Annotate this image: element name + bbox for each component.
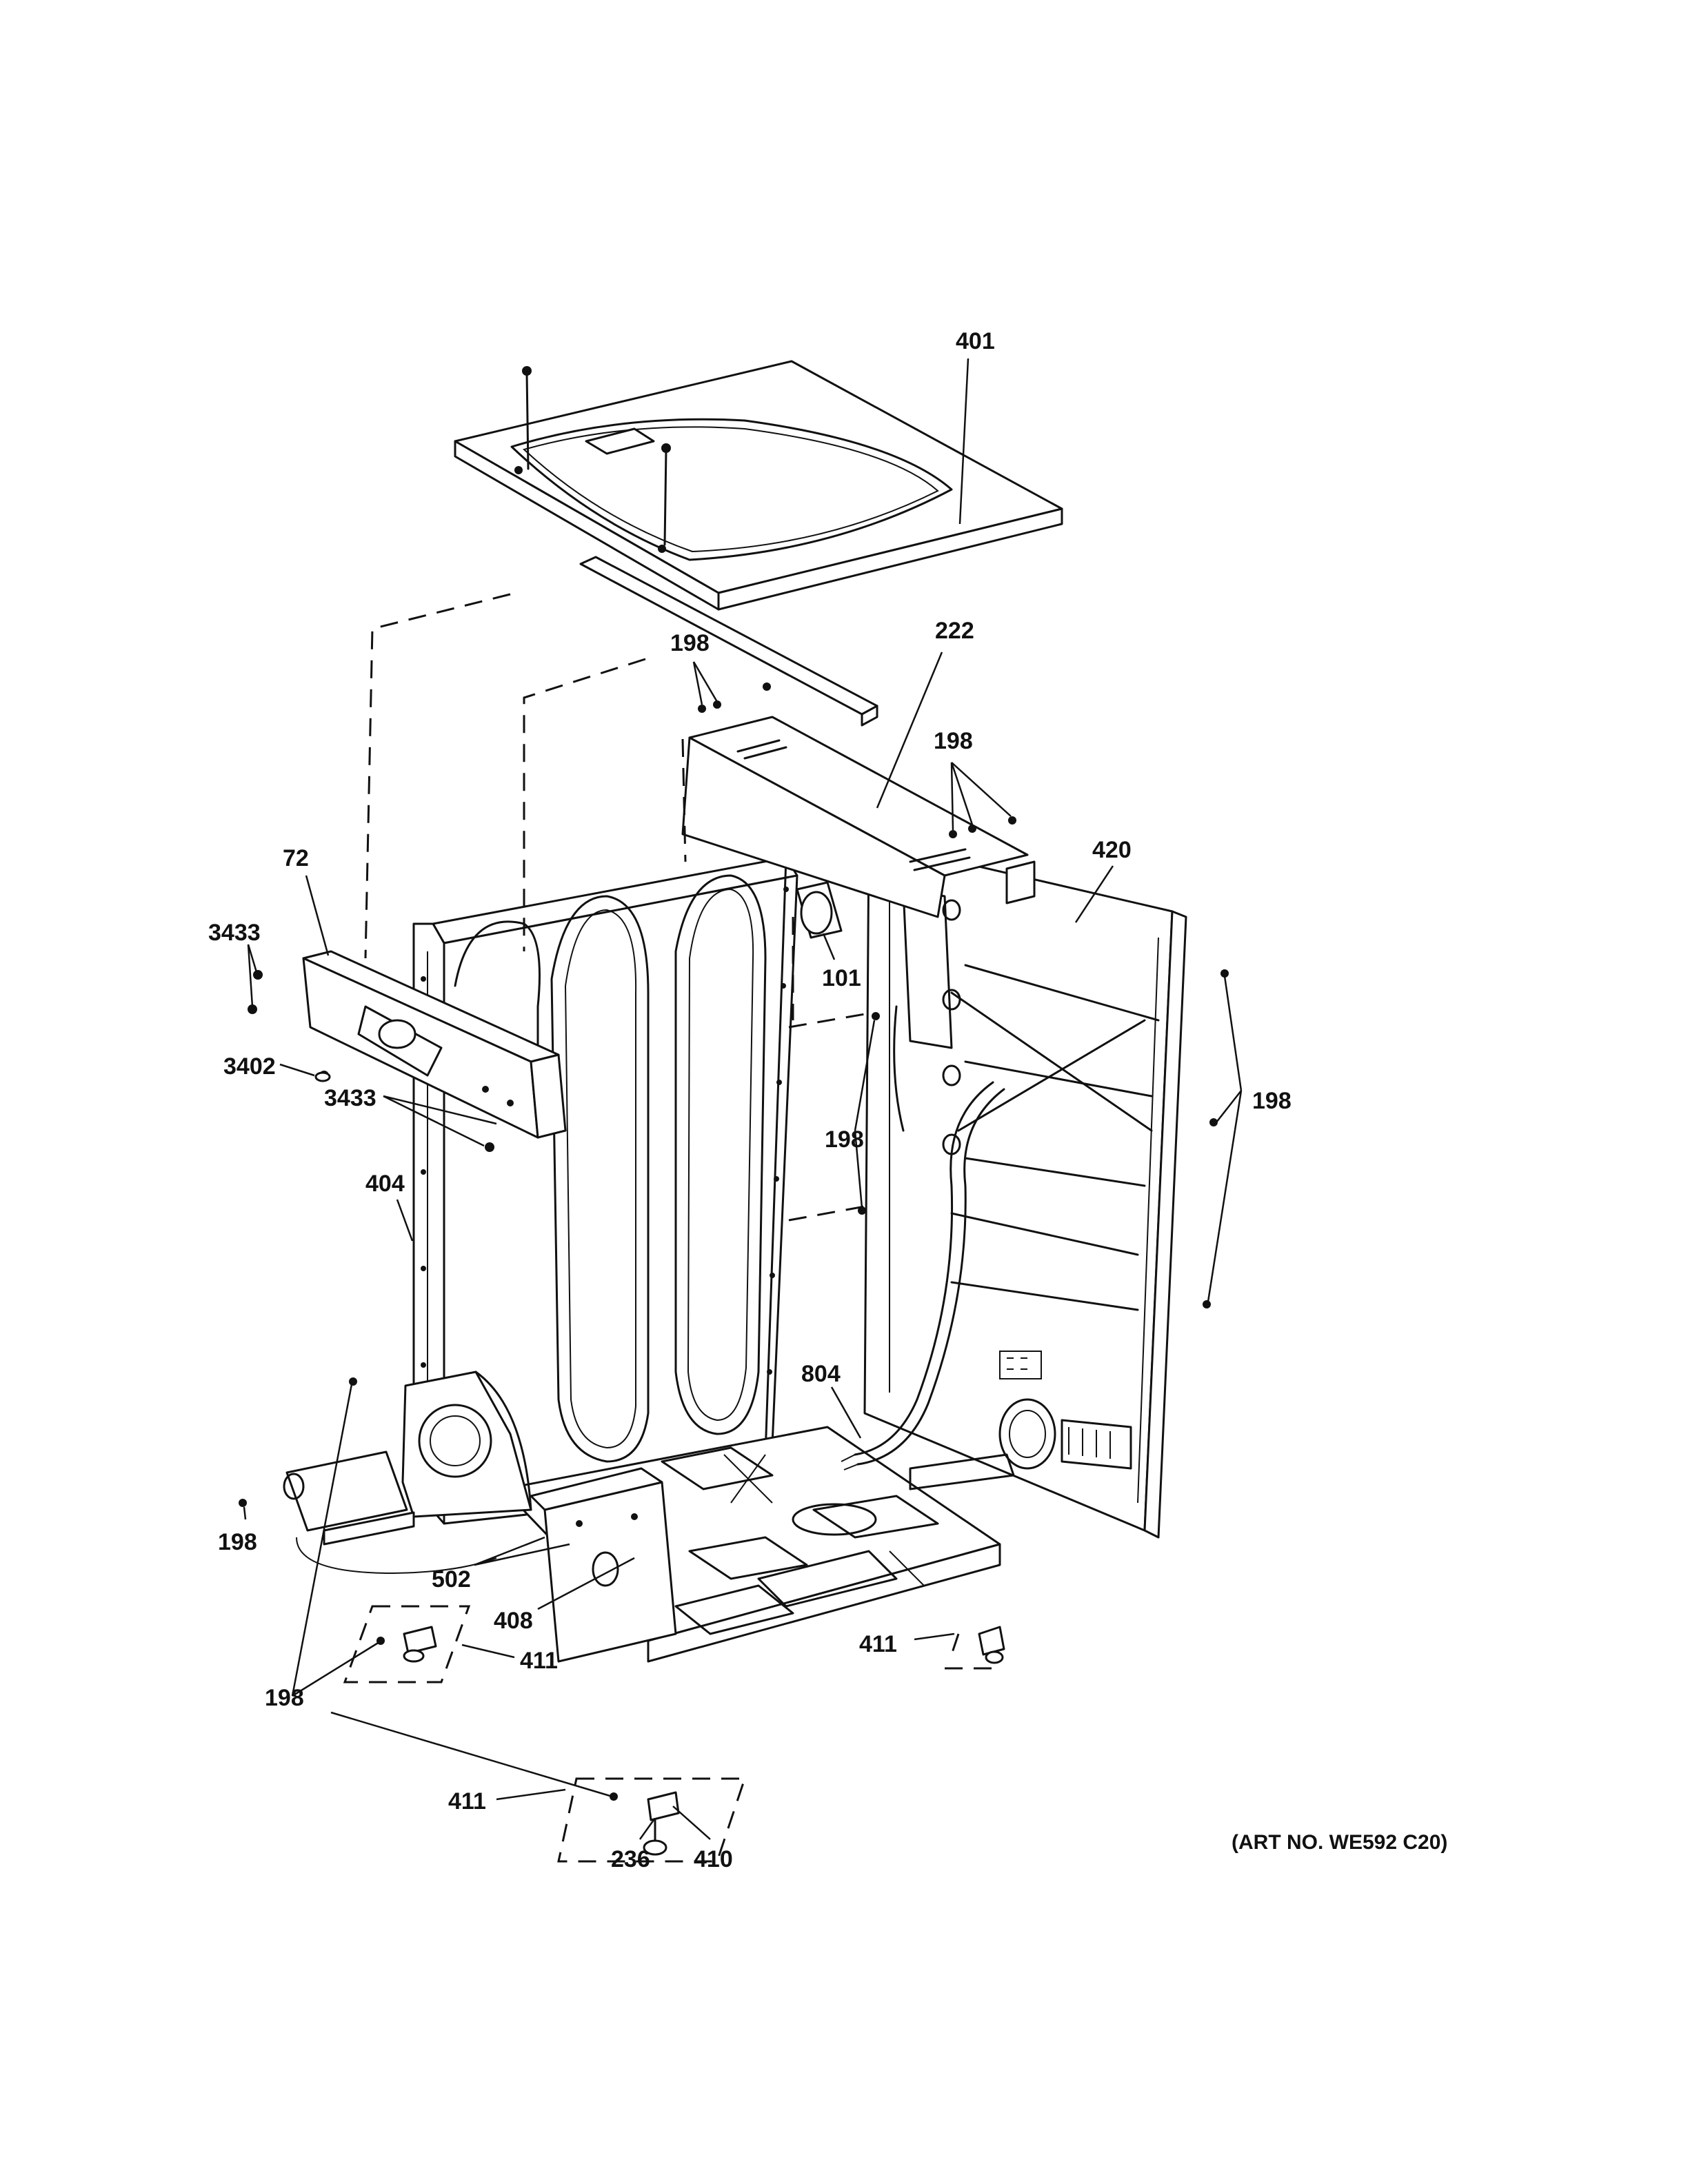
back-panel-420 <box>863 840 1187 1539</box>
callout-408: 408 <box>494 1608 533 1634</box>
callout-411-bottom: 411 <box>448 1788 486 1814</box>
exhaust-duct <box>283 1450 415 1546</box>
callout-198-middle: 198 <box>825 1126 864 1153</box>
callout-198-top: 198 <box>670 630 710 656</box>
callout-804: 804 <box>801 1361 841 1387</box>
top-panel-401 <box>454 360 1063 611</box>
callout-410: 410 <box>694 1846 733 1872</box>
callout-222: 222 <box>935 618 974 644</box>
leader-lines <box>243 358 1243 1840</box>
callout-404: 404 <box>365 1171 405 1197</box>
screw-set <box>239 682 1229 1801</box>
callout-198-right: 198 <box>1252 1088 1292 1114</box>
callout-198-bottom: 198 <box>265 1685 304 1711</box>
part-101 <box>796 881 843 939</box>
callout-236: 236 <box>611 1846 650 1872</box>
leveling-leg-right <box>978 1626 1005 1664</box>
callout-198-upper-right: 198 <box>934 728 973 754</box>
callout-72: 72 <box>283 845 309 871</box>
callout-411-right: 411 <box>859 1631 897 1657</box>
leveling-leg-left <box>403 1626 437 1663</box>
callout-3433-upper: 3433 <box>208 920 261 946</box>
art-number: (ART NO. WE592 C20) <box>1232 1831 1447 1854</box>
callout-3433-lower: 3433 <box>324 1085 376 1111</box>
callout-420: 420 <box>1092 837 1132 863</box>
bracket-408 <box>530 1467 677 1663</box>
blower-housing <box>401 1371 532 1518</box>
callout-401: 401 <box>956 328 995 354</box>
control-bracket-72 <box>302 950 567 1139</box>
callout-411-middle: 411 <box>520 1648 558 1674</box>
assembly-dashed-lines <box>364 593 870 1222</box>
callout-502: 502 <box>432 1566 471 1593</box>
power-cord-804 <box>854 1081 994 1456</box>
callout-101: 101 <box>822 965 861 991</box>
callout-3402: 3402 <box>223 1053 276 1080</box>
callout-198-left: 198 <box>218 1529 257 1555</box>
leveling-leg-bottom <box>643 1791 680 1856</box>
